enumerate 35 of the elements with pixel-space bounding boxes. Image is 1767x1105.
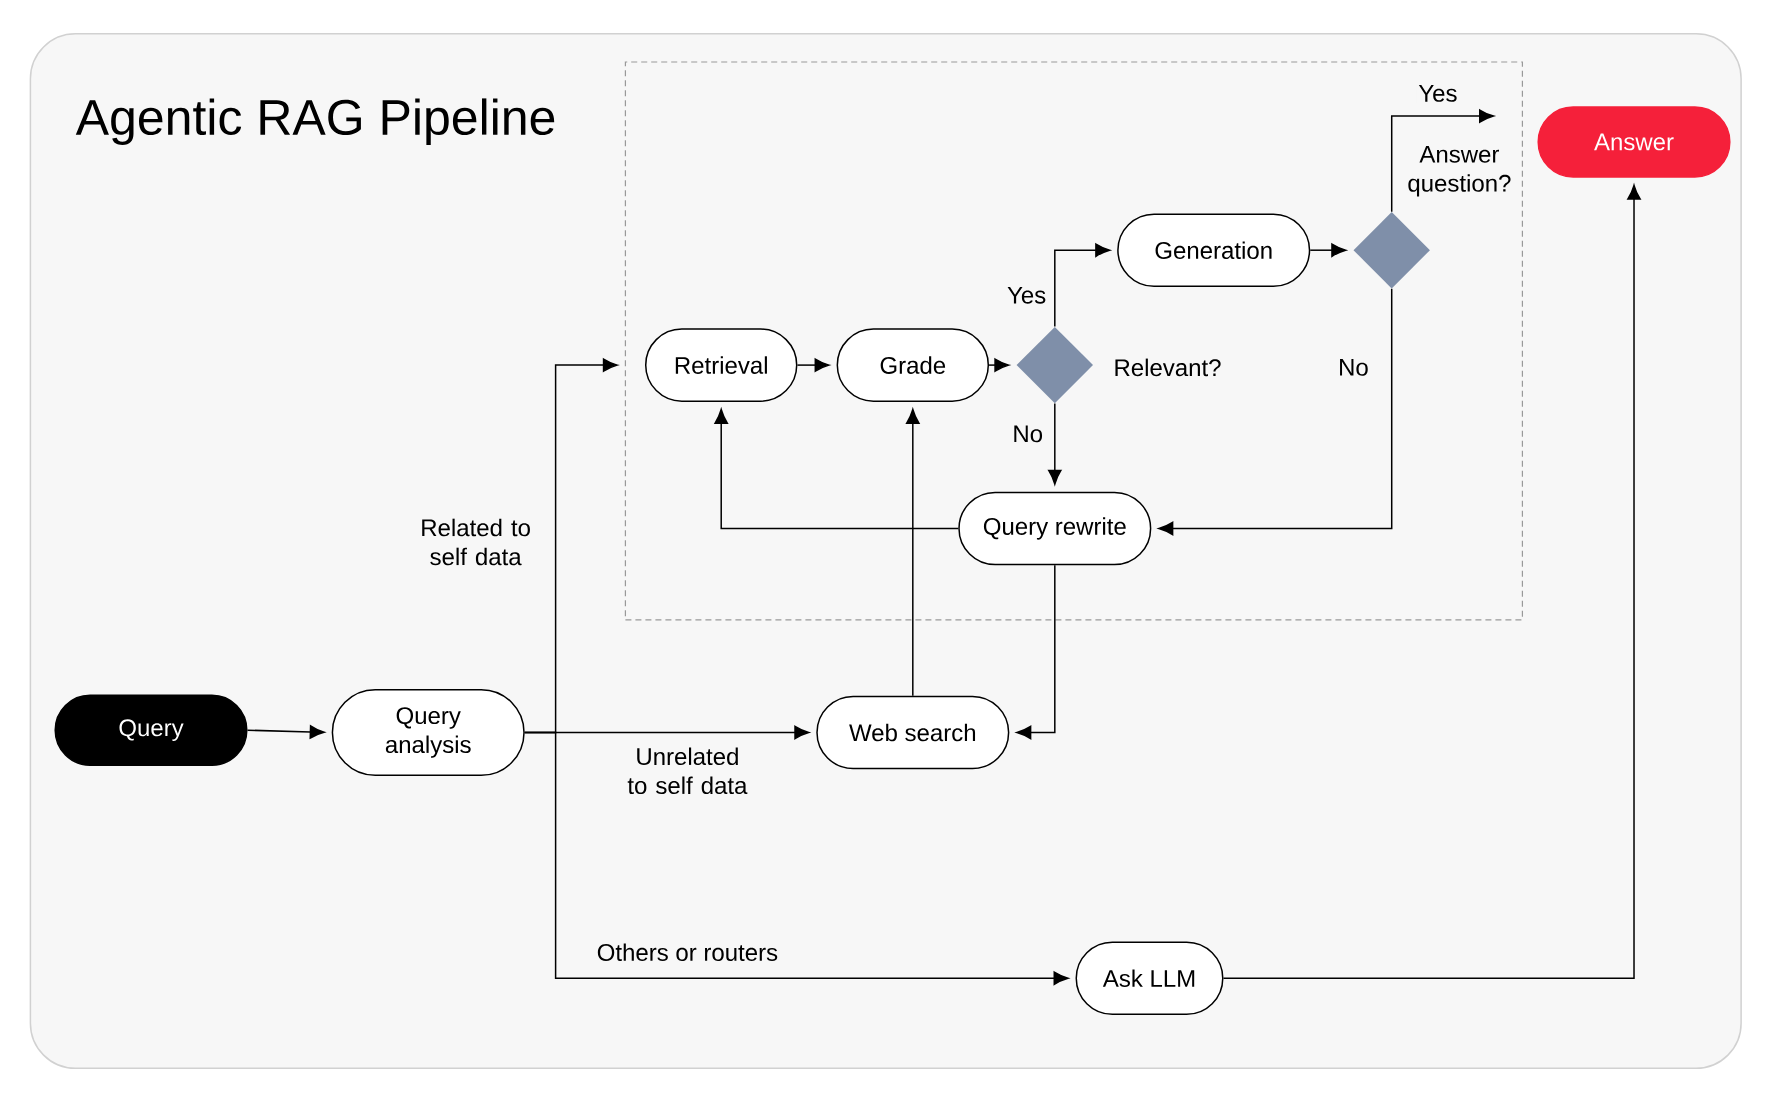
arrow	[1222, 184, 1641, 979]
arrow	[1016, 564, 1056, 740]
arrow	[988, 358, 1010, 372]
arrow	[1309, 243, 1347, 257]
terminal-pill: Query	[54, 694, 248, 766]
edge-label: No	[1336, 357, 1371, 378]
arrow	[246, 725, 325, 739]
arrow	[906, 408, 920, 697]
edge-label: Others or routers	[594, 941, 781, 963]
process-pill: Query analysis	[331, 688, 525, 777]
terminal-pill: Answer	[1537, 106, 1731, 178]
process-pill: Ask LLM	[1075, 941, 1224, 1015]
arrow	[714, 408, 959, 530]
edge-label: Yes	[1005, 284, 1049, 306]
decision-label: Relevant?	[1115, 358, 1221, 377]
process-pill: Retrieval	[644, 328, 798, 402]
decision-diamond	[1353, 212, 1430, 289]
arrow	[1390, 109, 1495, 213]
decision-label: Answer question?	[1408, 146, 1511, 197]
process-pill: Web search	[816, 695, 1010, 770]
process-pill: Generation	[1117, 213, 1311, 287]
edge-label: No	[1010, 423, 1046, 445]
arrow	[796, 358, 830, 372]
process-pill: Grade	[836, 328, 990, 402]
arrow	[1048, 402, 1062, 485]
title: Agentic RAG Pipeline	[75, 98, 555, 145]
edge-label: Yes	[1416, 83, 1460, 104]
arrow	[1158, 287, 1393, 536]
edge-label: Unrelated to self data	[609, 745, 766, 797]
process-pill: Query rewrite	[958, 491, 1152, 566]
decision-diamond	[1016, 326, 1094, 404]
arrow	[1054, 243, 1111, 328]
dashed-group-frame	[624, 61, 1523, 621]
arrow	[524, 731, 1069, 985]
edge-label: Related to self data	[403, 516, 549, 568]
